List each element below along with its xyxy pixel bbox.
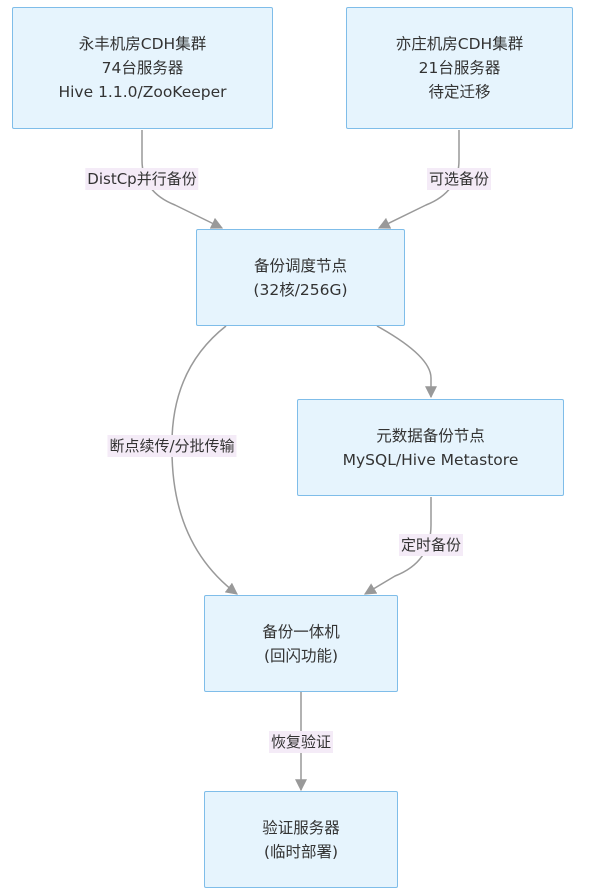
node-yizhuang-cdh-cluster: 亦庄机房CDH集群 21台服务器 待定迁移 [346, 7, 573, 129]
node-verify-line-2: (临时部署) [263, 842, 339, 861]
node-backup-scheduler: 备份调度节点 (32核/256G) [196, 229, 405, 326]
node-backup-appliance: 备份一体机 (回闪功能) [204, 595, 398, 692]
edge-label-distcp: DistCp并行备份 [85, 168, 199, 190]
node-verify-line-1: 验证服务器 [262, 818, 340, 837]
node-yizhuang-line-1: 亦庄机房CDH集群 [395, 35, 524, 53]
node-scheduler-line-1: 备份调度节点 [253, 256, 347, 275]
node-appliance-line-1: 备份一体机 [262, 622, 340, 641]
edge-label-scheduled-backup: 定时备份 [398, 534, 464, 556]
node-metadata-line-2: MySQL/Hive Metastore [342, 450, 519, 469]
edge-scheduler-to-appliance [171, 325, 238, 595]
node-yizhuang-line-3: 待定迁移 [428, 83, 491, 101]
edge-scheduler-to-metadata [376, 325, 437, 399]
edge-label-restore-verify: 恢复验证 [268, 731, 334, 753]
node-appliance-line-2: (回闪功能) [263, 646, 339, 665]
edge-metadata-to-appliance [363, 497, 432, 595]
node-yongfeng-line-3: Hive 1.1.0/ZooKeeper [58, 83, 227, 101]
node-verification-server: 验证服务器 (临时部署) [204, 791, 398, 888]
node-metadata-backup: 元数据备份节点 MySQL/Hive Metastore [297, 399, 564, 496]
edge-label-optional-backup: 可选备份 [426, 168, 492, 190]
node-yongfeng-line-2: 74台服务器 [101, 59, 184, 77]
node-yongfeng-cdh-cluster: 永丰机房CDH集群 74台服务器 Hive 1.1.0/ZooKeeper [12, 7, 273, 129]
node-yizhuang-line-2: 21台服务器 [418, 59, 501, 77]
node-yongfeng-line-1: 永丰机房CDH集群 [78, 35, 207, 53]
node-metadata-line-1: 元数据备份节点 [376, 426, 485, 445]
node-scheduler-line-2: (32核/256G) [253, 280, 348, 299]
edge-label-resume-transfer: 断点续传/分批传输 [107, 435, 237, 457]
